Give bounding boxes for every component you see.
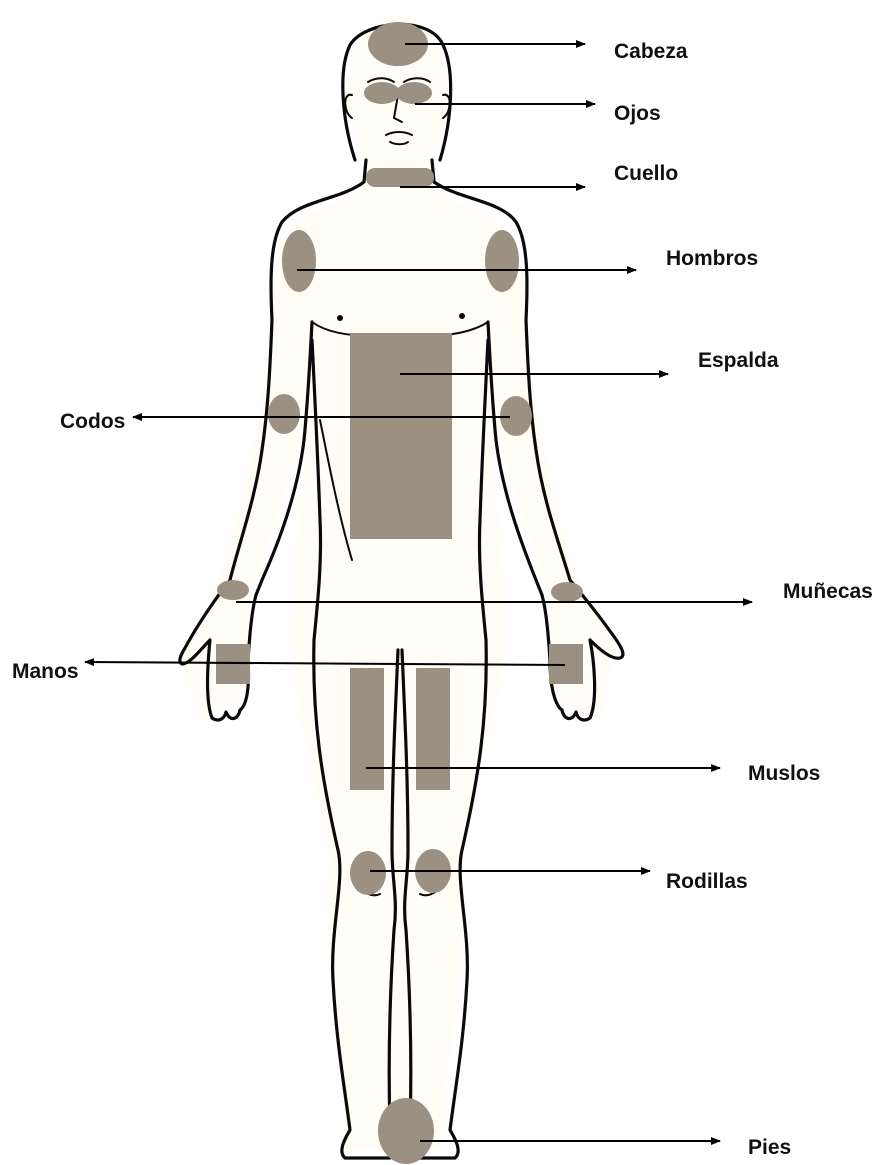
- back-highlight: [350, 333, 452, 539]
- right-thigh-highlight: [416, 668, 450, 790]
- label-hands: Manos: [12, 660, 79, 683]
- right-shoulder-highlight: [485, 230, 519, 292]
- label-neck: Cuello: [614, 162, 678, 185]
- left-knee-highlight: [350, 851, 386, 895]
- label-wrists: Muñecas: [783, 580, 873, 603]
- label-knees: Rodillas: [666, 870, 748, 893]
- label-feet: Pies: [748, 1136, 791, 1159]
- left-wrist-highlight: [217, 580, 249, 600]
- label-eyes: Ojos: [614, 102, 661, 125]
- right-wrist-highlight: [551, 582, 583, 602]
- label-head: Cabeza: [614, 40, 688, 63]
- label-back: Espalda: [698, 349, 779, 372]
- label-thighs: Muslos: [748, 762, 820, 785]
- left-thigh-highlight: [350, 668, 384, 790]
- left-elbow-highlight: [268, 394, 300, 434]
- left-hand-highlight: [216, 644, 250, 684]
- feet-highlight: [378, 1098, 434, 1164]
- label-shoulders: Hombros: [666, 247, 758, 270]
- left-shoulder-highlight: [282, 230, 316, 292]
- neck-highlight: [366, 168, 434, 187]
- right-eye-highlight: [396, 82, 432, 104]
- left-eye-highlight: [364, 82, 400, 104]
- label-elbows: Codos: [60, 410, 125, 433]
